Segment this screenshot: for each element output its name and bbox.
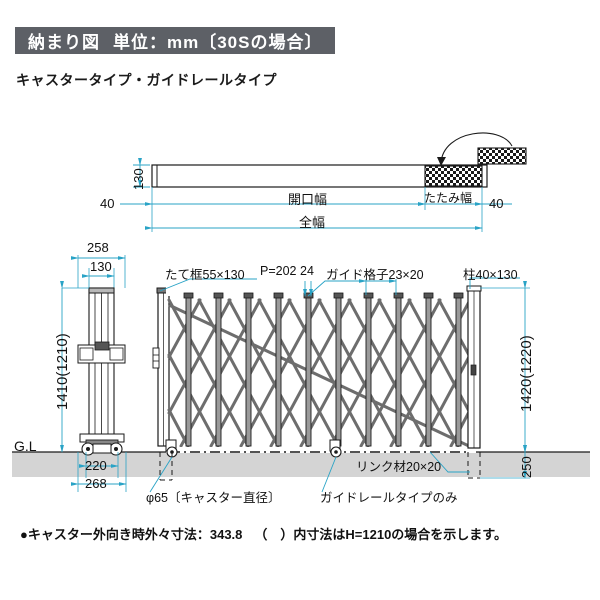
part-label-caster-diameter: φ65〔キャスター直径〕 (146, 491, 281, 505)
footnote: ●キャスター外向き時外々寸法：343.8 （ ）内寸法はH=1210の場合を示しま… (20, 524, 507, 543)
plan-folded-width-label: たたみ幅 (424, 191, 473, 205)
leader-lines (149, 277, 520, 493)
part-label-guide-lattice: ガイド格子23×20 (326, 268, 424, 282)
ground-level-label: G.L (14, 438, 37, 454)
part-label-guiderail-only: ガイドレールタイプのみ (320, 491, 458, 505)
footnote-text-a: キャスター外向き時外々寸法：343.8 (27, 527, 243, 542)
part-label-link-member: リンク材20×20 (356, 460, 442, 474)
page-subtitle: キャスタータイプ・ガイドレールタイプ (16, 72, 277, 88)
plan-view (120, 132, 527, 232)
part-label-post: 柱40×130 (463, 268, 518, 282)
base-outer-dim: 268 (85, 476, 107, 491)
page-title-banner: 納まり図 単位：mm〔30Sの場合〕 (15, 27, 336, 54)
plan-total-width-label: 全幅 (299, 215, 326, 230)
right-base-dim: 250 (519, 456, 534, 478)
part-label-pitch: P=202 (260, 264, 297, 278)
right-height-dim: 1420(1220) (518, 335, 535, 412)
part-label-vertical-frame: たて框55×130 (165, 268, 245, 282)
gate-elevation (152, 280, 530, 481)
side-view-post (60, 255, 127, 492)
lattice-pickets (183, 292, 464, 447)
part-label-24: 24 (300, 264, 314, 278)
footnote-bullet: ● (20, 527, 28, 542)
banner-title-main: 納まり図 (28, 33, 100, 52)
side-outer-dim: 258 (87, 240, 109, 255)
plan-left-offset-dim: 40 (100, 196, 115, 211)
footnote-text-b: （ ）内寸法はH=1210の場合を示します。 (254, 527, 508, 542)
plan-right-offset-dim: 40 (489, 196, 504, 211)
base-inner-dim: 220 (85, 458, 107, 473)
side-inner-dim: 130 (90, 259, 112, 274)
left-height-dim: 1410(1210) (54, 333, 71, 410)
banner-title-unit: 単位：mm〔30Sの場合〕 (113, 33, 323, 52)
plan-opening-width-label: 開口幅 (288, 192, 328, 207)
plan-height-dim: 130 (131, 168, 146, 190)
